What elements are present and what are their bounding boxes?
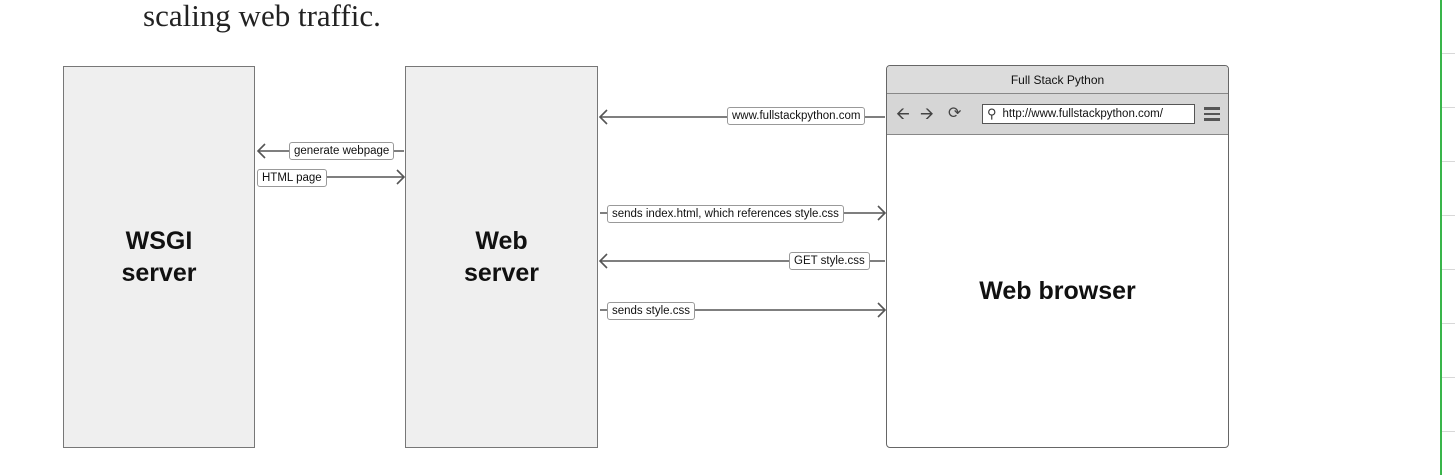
edge-label-generate-webpage: generate webpage bbox=[289, 142, 395, 160]
side-scroll-rule bbox=[1440, 0, 1455, 475]
forward-arrow-icon[interactable]: 🡪 bbox=[920, 104, 934, 123]
browser-title-bar: Full Stack Python bbox=[887, 66, 1228, 94]
web-server-box: Web server bbox=[405, 66, 598, 448]
back-arrow-icon[interactable]: 🡨 bbox=[896, 104, 910, 123]
arrow-head-generate-webpage bbox=[256, 143, 266, 159]
browser-toolbar: 🡨 🡪 ⟳ ⚲ http://www.fullstackpython.com/ bbox=[887, 94, 1228, 135]
edge-label-sends-style: sends style.css bbox=[607, 302, 695, 320]
arrow-head-sends-style bbox=[877, 302, 887, 318]
arrow-head-request-url bbox=[598, 109, 608, 125]
wsgi-server-label-line2: server bbox=[121, 259, 197, 287]
web-server-label-line1: Web bbox=[475, 227, 528, 255]
web-server-label-line2: server bbox=[463, 259, 540, 287]
browser-body-label: Web browser bbox=[979, 276, 1136, 305]
edge-label-request-url: www.fullstackpython.com bbox=[727, 107, 866, 125]
hamburger-menu-icon[interactable] bbox=[1204, 107, 1220, 124]
search-icon: ⚲ bbox=[987, 106, 997, 121]
intro-text: scaling web traffic. bbox=[143, 0, 381, 33]
arrow-head-get-style bbox=[598, 253, 608, 269]
address-bar[interactable]: ⚲ http://www.fullstackpython.com/ bbox=[982, 104, 1195, 124]
reload-icon[interactable]: ⟳ bbox=[948, 105, 962, 122]
web-browser-window: Full Stack Python 🡨 🡪 ⟳ ⚲ http://www.ful… bbox=[886, 65, 1229, 448]
browser-body: Web browser bbox=[887, 135, 1228, 447]
arrow-head-html-page bbox=[396, 169, 406, 185]
wsgi-server-label-line1: WSGI bbox=[125, 227, 193, 255]
browser-title: Full Stack Python bbox=[1010, 72, 1105, 87]
edge-label-html-page: HTML page bbox=[257, 169, 327, 187]
arrow-head-sends-index bbox=[877, 205, 887, 221]
edge-label-sends-index: sends index.html, which references style… bbox=[607, 205, 844, 223]
address-url: http://www.fullstackpython.com/ bbox=[1002, 108, 1163, 120]
edge-label-get-style: GET style.css bbox=[789, 252, 870, 270]
wsgi-server-box: WSGI server bbox=[63, 66, 255, 448]
